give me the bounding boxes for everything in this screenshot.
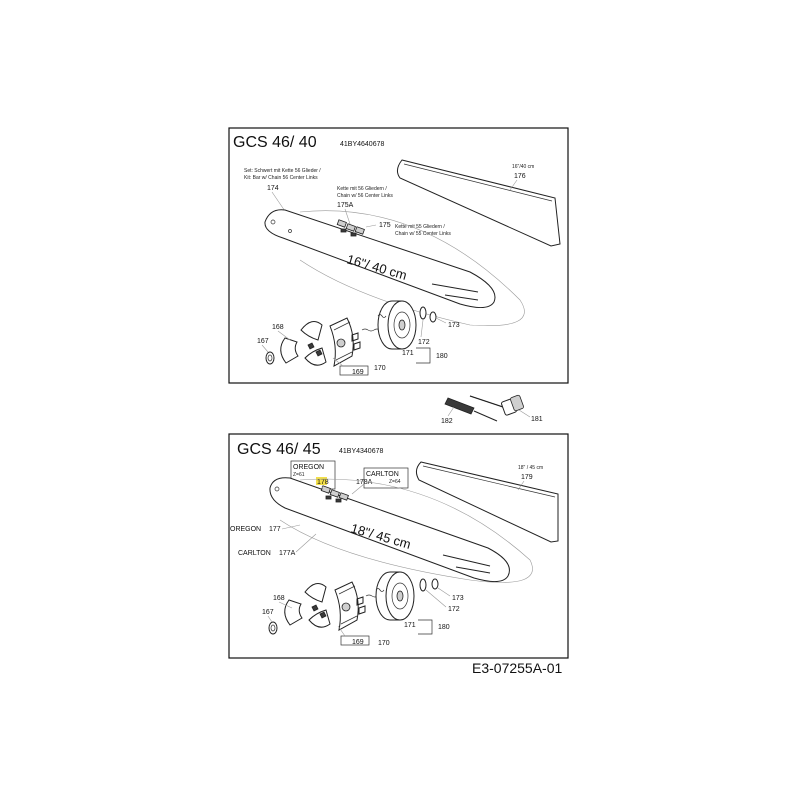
top-model-title: GCS 46/ 40 [233,134,317,151]
label-181: 181 [531,416,543,423]
figure-reference: E3-07255A-01 [472,660,563,676]
label-173: 173 [448,322,460,329]
label-177A: 177A [279,550,296,557]
label-171: 171 [402,350,414,357]
label-172-bottom: 172 [448,606,460,613]
label-180-bottom: 180 [438,624,450,631]
label-169-box [339,365,369,376]
label-175A: 175A [337,202,354,209]
label-175: 175 [379,222,391,229]
label-169-bottom: 169 [352,639,364,646]
highlight-178 [316,477,327,485]
clutch-assembly-top [265,317,381,367]
label-178: 178 [317,479,329,486]
bar-cover-bottom [415,461,559,543]
label-177: 177 [269,526,281,533]
label-173-bottom: 173 [452,595,464,602]
top-model-code: 41BY4640678 [340,141,384,148]
top-bar-cover-size: 16"/40 cm [512,164,534,170]
top-chain56-note-line1: Kette mit 56 Gliedern / [337,186,387,192]
screwdriver-tool [444,397,498,422]
top-chain55-note-line1: Kette mit 55 Gliedern / [395,224,445,230]
label-172: 172 [418,339,430,346]
carlton-chain-box [363,467,409,489]
label-169: 169 [352,369,364,376]
label-179: 179 [521,474,533,481]
label-168-bottom: 168 [273,595,285,602]
guide-bar-top [264,209,525,326]
bar-cover-top [396,159,561,247]
bracket-180-top [416,347,431,364]
bracket-180-bottom [418,619,433,635]
label-171-bottom: 171 [404,622,416,629]
bottom-bar-cover-size: 18" / 45 cm [518,465,543,471]
scrench-tool [469,394,524,416]
label-170: 170 [374,365,386,372]
bar-oregon-label: OREGON [230,526,261,533]
label-176: 176 [514,173,526,180]
clutch-assembly-bottom [268,581,385,635]
bottom-model-title: GCS 46/ 45 [237,441,321,458]
oregon-chain-z: Z=61 [293,472,305,478]
top-chain55-note-line2: Chain w/ 55 Center Links [395,231,451,237]
oregon-chain-label: OREGON [293,464,324,471]
drum-assembly-bottom [375,571,439,621]
guide-bar-bottom [269,477,533,583]
carlton-chain-z: Z=64 [389,479,401,485]
saw-chain-top [336,219,365,237]
top-set-note-line2: Kit: Bar w/ Chain 56 Center Links [244,175,318,181]
label-167-bottom: 167 [262,609,274,616]
label-168: 168 [272,324,284,331]
top-chain56-note-line2: Chain w/ 56 Center Links [337,193,393,199]
carlton-chain-label: CARLTON [366,471,399,478]
label-167: 167 [257,338,269,345]
top-set-note-line1: Set: Schwert mit Kette 56 Glieder / [244,168,321,174]
label-182: 182 [441,418,453,425]
saw-chain-bottom [320,483,365,503]
label-178A: 178A [356,479,373,486]
bottom-model-code: 41BY4340678 [339,448,383,455]
label-174: 174 [267,185,279,192]
label-169-box-bottom [340,635,370,646]
bar-carlton-label: CARLTON [238,550,271,557]
label-170-bottom: 170 [378,640,390,647]
drum-assembly-top [377,300,437,350]
label-180: 180 [436,353,448,360]
